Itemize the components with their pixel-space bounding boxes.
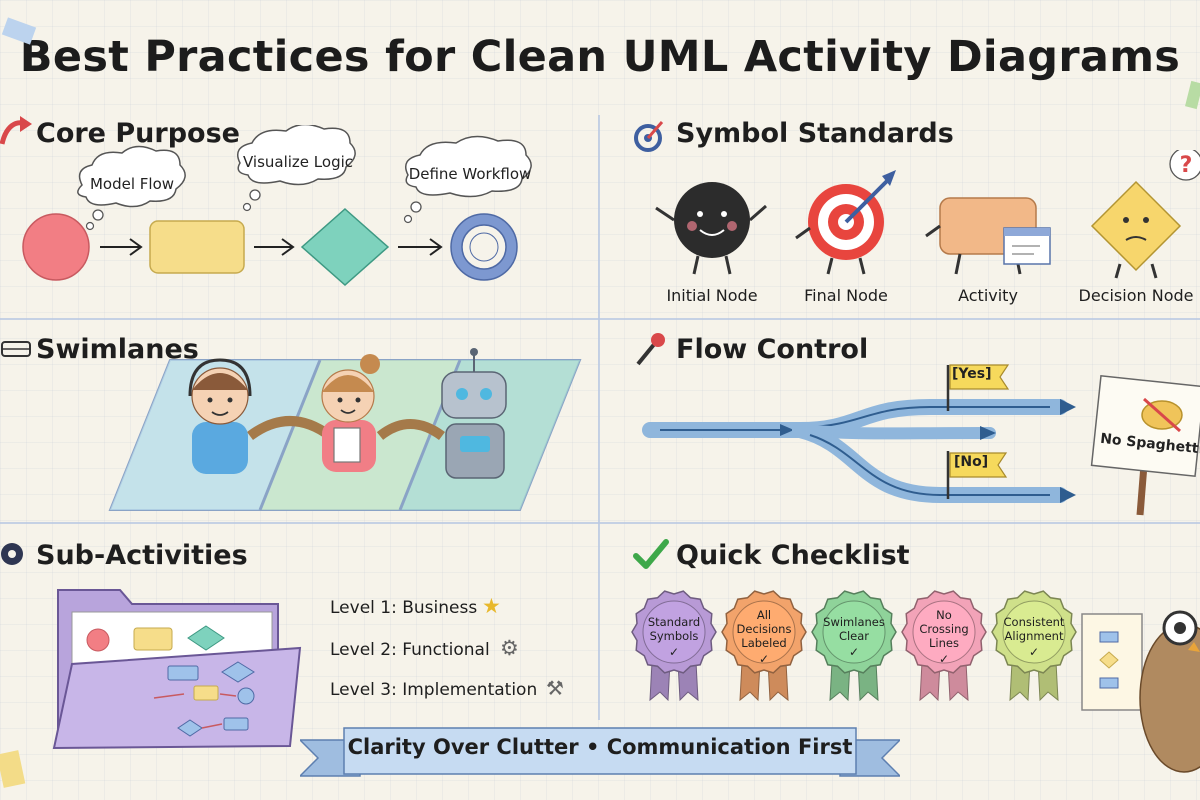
badge-check-icon: ✓ xyxy=(939,652,949,666)
initial-node-shape xyxy=(22,213,90,281)
no-flag-label: [No] xyxy=(954,454,989,470)
badge-check-icon: ✓ xyxy=(849,645,859,659)
checklist-title: Quick Checklist xyxy=(676,540,910,571)
svg-text:?: ? xyxy=(1180,153,1193,178)
sub-activities-title: Sub-Activities xyxy=(36,540,248,571)
level-3-implementation: Level 3: Implementation xyxy=(330,680,538,700)
badge-label: Alignment xyxy=(1005,629,1064,643)
person-headset xyxy=(188,358,252,474)
badge-label: All xyxy=(757,608,771,622)
badge-label: Crossing xyxy=(919,622,968,636)
symbol-characters: ? xyxy=(655,150,1200,279)
badge-label: Clear xyxy=(839,629,869,643)
badge-label: Labeled xyxy=(741,636,786,650)
bubble-visualize-logic: Visualize Logic xyxy=(243,153,353,171)
folder-illustration xyxy=(52,589,302,750)
sticky-note-yellow xyxy=(0,750,26,788)
level-2-functional: Level 2: Functional xyxy=(330,640,490,660)
flow-control-illustration xyxy=(642,364,1200,516)
core-purpose-title: Core Purpose xyxy=(36,118,240,149)
symbol-label-activity: Activity xyxy=(958,286,1018,305)
yes-flag-shape xyxy=(949,364,1010,390)
badge-label: Consistent xyxy=(1004,615,1065,629)
person-clipboard xyxy=(321,354,380,472)
row-divider-1 xyxy=(0,318,1200,320)
decision-character: ? xyxy=(1090,150,1200,279)
symbol-label-final: Final Node xyxy=(804,286,888,305)
cog-icon: ⚙ xyxy=(500,636,519,660)
bubble-define-workflow: Define Workflow xyxy=(409,165,532,183)
symbol-standards-title: Symbol Standards xyxy=(676,118,954,149)
no-spaghetti-sign xyxy=(1090,374,1200,516)
pool-icon xyxy=(1,341,31,357)
core-purpose-diagram: Model Flow Visualize Logic Define Workfl… xyxy=(22,125,532,287)
badge-label: Lines xyxy=(929,636,959,650)
final-node-character xyxy=(795,170,896,275)
symbol-label-decision: Decision Node xyxy=(1078,286,1194,305)
symbol-label-initial: Initial Node xyxy=(666,286,758,305)
swimlanes-illustration xyxy=(108,348,582,511)
footer-motto: Clarity Over Clutter • Communication Fir… xyxy=(347,735,853,759)
badge-check-icon: ✓ xyxy=(1029,645,1039,659)
checklist-badges: StandardSymbols✓AllDecisionsLabeled✓Swim… xyxy=(631,590,1077,702)
gear-icon xyxy=(1,543,23,565)
flow-control-title: Flow Control xyxy=(676,334,869,365)
badge-check-icon: ✓ xyxy=(759,652,769,666)
bubble-model-flow: Model Flow xyxy=(90,175,174,193)
joystick-icon xyxy=(636,333,665,366)
badge-label: Standard xyxy=(648,615,700,629)
badge-label: Swimlanes xyxy=(823,615,885,629)
hammer-icon: ⚒ xyxy=(546,676,564,700)
yes-flag-label: [Yes] xyxy=(952,366,992,382)
row-divider-2 xyxy=(0,522,1200,524)
badge-label: Decisions xyxy=(737,622,792,636)
robot xyxy=(441,348,507,479)
cloud-define-workflow: Define Workflow xyxy=(403,135,532,224)
star-icon: ★ xyxy=(482,594,501,618)
badge-label: Symbols xyxy=(650,629,699,643)
target-icon xyxy=(634,121,664,152)
initial-node-character xyxy=(655,182,767,275)
activity-shape xyxy=(149,220,245,274)
footer-banner xyxy=(300,727,900,777)
decision-shape xyxy=(300,207,390,287)
vertical-divider xyxy=(598,115,600,720)
badge-label: No xyxy=(936,608,952,622)
checkmark-icon xyxy=(633,539,669,569)
cloud-model-flow: Model Flow xyxy=(77,145,186,231)
sticky-note-green xyxy=(1185,80,1200,110)
curved-arrow-icon xyxy=(0,116,32,145)
cloud-visualize-logic: Visualize Logic xyxy=(237,125,356,212)
no-flag-shape xyxy=(949,452,1008,478)
activity-character xyxy=(925,197,1051,275)
scroll-diagram xyxy=(1081,613,1143,711)
badge-check-icon: ✓ xyxy=(669,645,679,659)
owl-mascot xyxy=(1081,610,1200,773)
page-title: Best Practices for Clean UML Activity Di… xyxy=(19,32,1181,82)
level-1-business: Level 1: Business xyxy=(330,598,478,618)
